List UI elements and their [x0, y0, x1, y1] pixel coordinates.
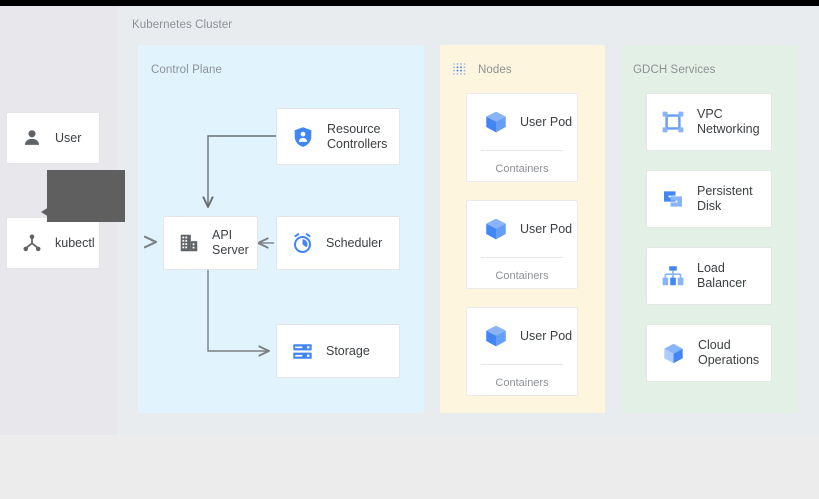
- service-label-load-balancer: Load Balancer: [697, 261, 747, 290]
- pod-card-2[interactable]: User Pod Containers: [466, 200, 578, 289]
- node-label-resource-controllers: Resource Controllers: [327, 121, 388, 151]
- persistent-disk-icon: [664, 191, 682, 207]
- pod-divider-3: [481, 364, 563, 365]
- dark-overlay-box: [47, 170, 125, 222]
- service-label-persistent-disk: Persistent Disk: [697, 184, 753, 213]
- pod-divider-1: [481, 150, 563, 151]
- node-label-scheduler: Scheduler: [326, 235, 383, 250]
- actor-label-user: User: [55, 130, 82, 145]
- node-card-storage[interactable]: Storage: [276, 324, 400, 378]
- actor-card-kubectl[interactable]: kubectl: [6, 217, 100, 269]
- top-black-strip: [0, 0, 819, 6]
- actor-card-user[interactable]: User: [6, 112, 100, 164]
- pod-card-3[interactable]: User Pod Containers: [466, 307, 578, 396]
- server-rack-icon: [293, 343, 312, 359]
- vpc-network-icon: [662, 111, 684, 133]
- pod-header-3: User Pod: [467, 308, 577, 364]
- pod-sublabel-2: Containers: [495, 269, 549, 282]
- service-label-cloud-operations: Cloud Operations: [698, 338, 760, 367]
- panel-title-nodes: Nodes: [478, 64, 512, 76]
- kubectl-node-icon: [23, 234, 41, 252]
- panel-title-control-plane: Control Plane: [151, 64, 222, 76]
- node-card-scheduler[interactable]: Scheduler: [276, 216, 400, 270]
- node-label-storage: Storage: [326, 343, 370, 358]
- pod-label-3: User Pod: [520, 328, 573, 343]
- actor-label-kubectl: kubectl: [55, 235, 95, 250]
- cloud-operations-icon: [664, 343, 683, 363]
- cube-icon: [486, 111, 506, 133]
- cube-icon: [486, 218, 506, 240]
- service-label-vpc-networking: VPC Networking: [697, 107, 760, 136]
- service-card-load-balancer[interactable]: Load Balancer: [646, 247, 772, 305]
- pod-label-2: User Pod: [520, 221, 573, 236]
- api-building-icon: [180, 234, 198, 252]
- dotted-grid-icon: [453, 63, 466, 75]
- panel-title-gdch-services: GDCH Services: [633, 64, 716, 76]
- service-card-persistent-disk[interactable]: Persistent Disk: [646, 170, 772, 228]
- pod-header-2: User Pod: [467, 201, 577, 257]
- service-card-cloud-operations[interactable]: Cloud Operations: [646, 324, 772, 382]
- pod-header-1: User Pod: [467, 94, 577, 150]
- shield-person-icon: [294, 126, 312, 147]
- cube-icon: [486, 325, 506, 347]
- service-card-vpc-networking[interactable]: VPC Networking: [646, 93, 772, 151]
- pod-label-1: User Pod: [520, 114, 573, 129]
- alarm-clock-icon: [294, 232, 311, 253]
- node-label-api-server: API Server: [212, 228, 249, 257]
- node-card-api-server[interactable]: API Server: [163, 216, 258, 270]
- cluster-title: Kubernetes Cluster: [132, 19, 233, 31]
- load-balancer-icon: [662, 266, 684, 286]
- person-icon: [24, 130, 40, 145]
- dark-overlay-pointer: [41, 207, 49, 217]
- pod-divider-2: [481, 257, 563, 258]
- pod-sublabel-3: Containers: [495, 376, 549, 389]
- pod-sublabel-1: Containers: [495, 162, 549, 175]
- node-card-resource-controllers[interactable]: Resource Controllers: [276, 108, 400, 165]
- pod-card-1[interactable]: User Pod Containers: [466, 93, 578, 182]
